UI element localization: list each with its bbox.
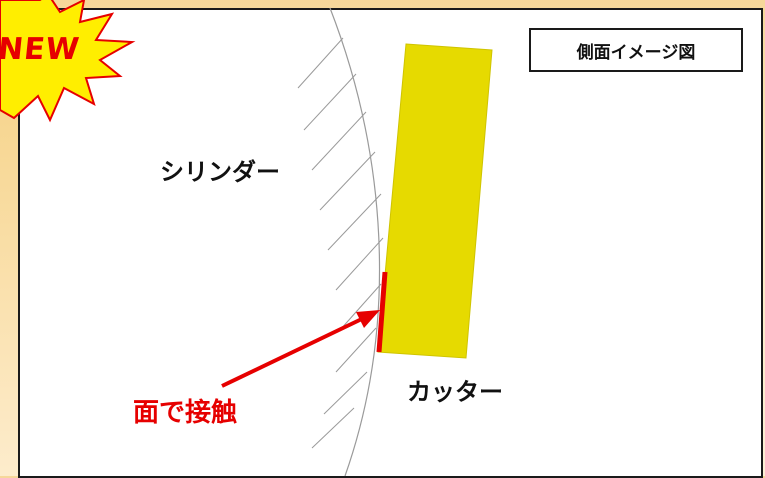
cutter-label: カッター	[407, 378, 503, 406]
contact-arrow-head	[356, 310, 380, 328]
cylinder-hatching	[297, 37, 384, 449]
background-strip	[0, 0, 18, 476]
cylinder-surface	[329, 7, 381, 476]
contact-label: 面で接触	[133, 398, 238, 428]
cylinder-label: シリンダー	[160, 158, 280, 186]
new-badge-label: NEW	[0, 32, 82, 67]
contact-surface	[376, 271, 388, 353]
new-badge-burst	[0, 0, 136, 123]
cutter-blade	[377, 43, 493, 359]
diagram-title: 側面イメージ図	[529, 28, 743, 72]
contact-arrow	[221, 314, 369, 388]
